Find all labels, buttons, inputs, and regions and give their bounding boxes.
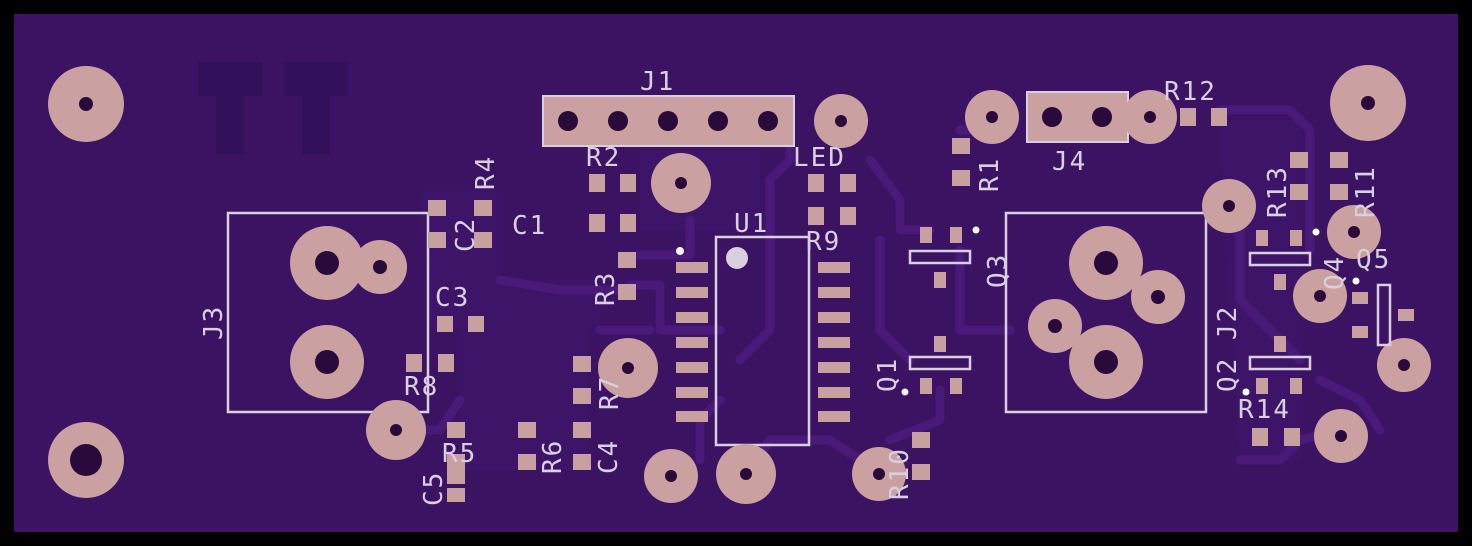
connector-j3 — [226, 211, 430, 414]
label-u1: U1 — [734, 209, 769, 239]
label-j3: J3 — [199, 305, 229, 340]
label-q4: Q4 — [1320, 255, 1350, 290]
label-q5: Q5 — [1356, 245, 1391, 275]
label-r8: R8 — [404, 372, 439, 402]
label-c5: C5 — [419, 471, 449, 506]
label-j4: J4 — [1052, 147, 1087, 177]
label-r5: R5 — [442, 439, 477, 469]
label-j2: J2 — [1213, 305, 1243, 340]
label-led: LED — [793, 143, 846, 173]
label-r13: R13 — [1263, 165, 1293, 218]
label-q3: Q3 — [983, 253, 1013, 288]
smd-pads — [406, 108, 1348, 502]
label-j1: J1 — [640, 67, 675, 97]
logo-tt — [198, 62, 348, 154]
label-r7: R7 — [595, 375, 625, 410]
mounting-holes — [48, 65, 1406, 498]
thru-pads — [366, 90, 1431, 504]
transistors — [901, 226, 1414, 396]
label-r1: R1 — [975, 157, 1005, 192]
connector-j4 — [1026, 91, 1129, 143]
label-r11: R11 — [1351, 165, 1381, 218]
label-r3: R3 — [591, 271, 621, 306]
label-c1: C1 — [512, 211, 547, 241]
label-c2: C2 — [451, 217, 481, 252]
connector-j2 — [1004, 211, 1208, 414]
ic-u1 — [676, 235, 850, 447]
label-q2: Q2 — [1213, 357, 1243, 392]
label-r6: R6 — [538, 439, 568, 474]
silkscreen-labels: J1 J4 U1 LED R2 R9 C1 C3 R8 R5 R12 Q5 R1… — [199, 67, 1391, 506]
label-c4: C4 — [594, 439, 624, 474]
label-r4: R4 — [471, 155, 501, 190]
label-r10: R10 — [885, 447, 915, 500]
label-r14: R14 — [1238, 395, 1291, 425]
label-r9: R9 — [806, 227, 841, 257]
label-q1: Q1 — [873, 357, 903, 392]
label-r12: R12 — [1164, 77, 1217, 107]
connector-j1 — [542, 95, 795, 147]
label-c3: C3 — [435, 283, 470, 313]
label-r2: R2 — [586, 143, 621, 173]
